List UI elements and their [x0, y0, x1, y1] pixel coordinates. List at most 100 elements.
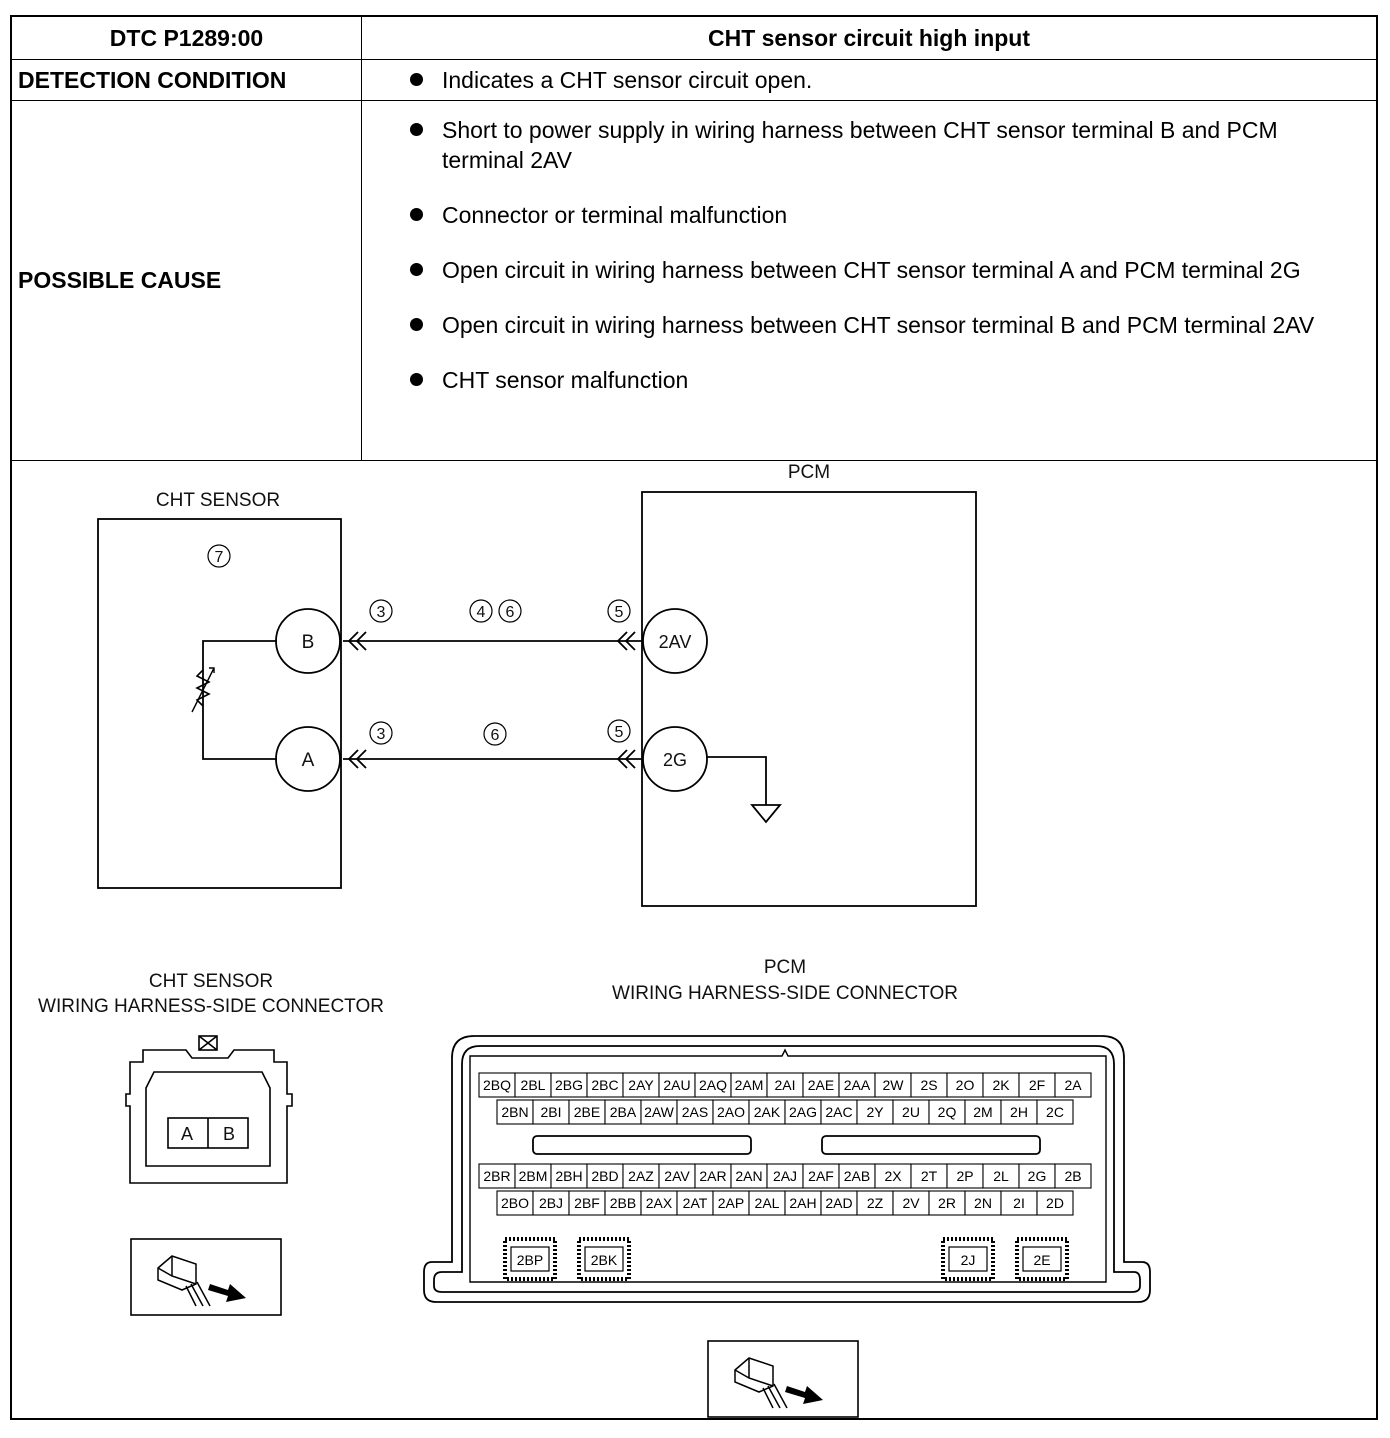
pcm-pin-cell — [1054, 1163, 1092, 1189]
pcm-pin-cell — [1036, 1190, 1074, 1216]
connector-chevron — [347, 631, 367, 651]
pcm-pin-cell — [586, 1163, 624, 1189]
pcm-pin-label: 2F — [1029, 1077, 1045, 1093]
pcm-pin-cell — [568, 1099, 606, 1125]
pcm-pin-cell — [766, 1163, 804, 1189]
detection-condition-item: Indicates a CHT sensor circuit open. — [362, 65, 1376, 95]
pcm-pin-label: 2AV — [664, 1168, 690, 1184]
pcm-pin-label: 2AI — [774, 1077, 795, 1093]
pcm-pin-label: 2AF — [808, 1168, 834, 1184]
pcm-pin-label: 2AM — [735, 1077, 764, 1093]
pcm-pin-cell — [928, 1099, 966, 1125]
pcm-pin-cell — [640, 1099, 678, 1125]
pcm-pin-label: 2BB — [610, 1195, 636, 1211]
pcm-pin-label: 2AQ — [699, 1077, 727, 1093]
pcm-pin-label: 2AC — [825, 1104, 852, 1120]
pcm-pin-label: 2R — [938, 1195, 956, 1211]
pcm-pin-label: 2BL — [521, 1077, 546, 1093]
step-marker — [369, 599, 393, 623]
terminal-2g-circle — [642, 726, 708, 792]
detection-condition-label: DETECTION CONDITION — [12, 59, 362, 101]
terminal-a-circle — [275, 726, 341, 792]
pcm-pin-label: 2AE — [808, 1077, 834, 1093]
step-number: 4 — [477, 604, 486, 621]
pcm-pin-label: 2AD — [825, 1195, 852, 1211]
pcm-pin-label: 2AH — [789, 1195, 816, 1211]
terminal-2av-circle — [642, 608, 708, 674]
pcm-pin-cell — [982, 1072, 1020, 1098]
cht-sensor-box — [97, 518, 342, 889]
pcm-special-pin-face — [584, 1246, 624, 1272]
cht-sensor-connector — [125, 1035, 293, 1184]
pcm-pin-cell — [784, 1190, 822, 1216]
terminal-a-label: A — [302, 750, 315, 771]
pcm-pin-cell — [712, 1190, 750, 1216]
pcm-connector-subtitle: WIRING HARNESS-SIDE CONNECTOR — [612, 983, 958, 1004]
pcm-special-pin-face — [1022, 1246, 1062, 1272]
possible-cause-cell: Short to power supply in wiring harness … — [361, 100, 1376, 461]
detection-condition-cell: Indicates a CHT sensor circuit open. — [361, 59, 1376, 101]
pcm-pin-cell — [838, 1163, 876, 1189]
pcm-pin-label: 2BJ — [539, 1195, 563, 1211]
dtc-code: DTC P1289:00 — [12, 17, 362, 60]
pcm-pin-label: 2C — [1046, 1104, 1064, 1120]
pcm-pin-label: 2AO — [717, 1104, 745, 1120]
pcm-pin-label: 2BR — [483, 1168, 510, 1184]
pcm-pin-label: 2BQ — [483, 1077, 511, 1093]
step-marker — [607, 599, 631, 623]
pcm-pin-cell — [892, 1190, 930, 1216]
step-marker — [483, 722, 507, 746]
pcm-pin-cell — [802, 1163, 840, 1189]
pcm-pin-cell — [550, 1072, 588, 1098]
pcm-pin-cell — [874, 1163, 912, 1189]
pcm-pin-cell — [496, 1190, 534, 1216]
pcm-pin-label: 2M — [973, 1104, 992, 1120]
connector-chevron — [616, 749, 636, 769]
terminal-b-label: B — [302, 632, 315, 653]
pcm-pin-label: 2AK — [754, 1104, 781, 1120]
pcm-pin-cell — [1018, 1072, 1056, 1098]
pcm-pin-cell — [1036, 1099, 1074, 1125]
pcm-pin-label: 2AJ — [773, 1168, 797, 1184]
pcm-pin-cell — [514, 1072, 552, 1098]
pcm-pin-cell — [892, 1099, 930, 1125]
pcm-pin-cell — [874, 1072, 912, 1098]
terminal-b-circle — [275, 608, 341, 674]
pcm-pin-cell — [658, 1072, 696, 1098]
possible-cause-item: CHT sensor malfunction — [362, 365, 1376, 395]
pcm-pin-cell — [568, 1190, 606, 1216]
pcm-pin-label: 2V — [902, 1195, 920, 1211]
pcm-pin-cell — [928, 1190, 966, 1216]
pcm-pin-label: 2BE — [574, 1104, 600, 1120]
step-number: 5 — [615, 724, 624, 741]
pcm-pin-cell — [514, 1163, 552, 1189]
pcm-pin-label: 2AW — [644, 1104, 675, 1120]
pcm-pin-label: 2S — [920, 1077, 937, 1093]
pcm-pin-label: 2U — [902, 1104, 920, 1120]
pcm-pin-cell — [658, 1163, 696, 1189]
pcm-pin-label: 2BM — [519, 1168, 548, 1184]
pcm-pin-label: 2Q — [938, 1104, 957, 1120]
terminal-2av-label: 2AV — [659, 632, 692, 652]
pcm-pin-cell — [730, 1163, 768, 1189]
pcm-pin-label: 2I — [1013, 1195, 1025, 1211]
pcm-pin-label: 2AT — [683, 1195, 708, 1211]
pcm-connector-housing — [423, 1035, 1151, 1303]
pcm-pin-label: 2G — [1028, 1168, 1047, 1184]
possible-cause-label: POSSIBLE CAUSE — [12, 100, 362, 461]
pcm-pin-label: 2X — [884, 1168, 902, 1184]
step-number: 5 — [615, 604, 624, 621]
cht-connector-subtitle: WIRING HARNESS-SIDE CONNECTOR — [38, 996, 384, 1017]
pcm-pin-cell — [946, 1163, 984, 1189]
pcm-pin-cell — [730, 1072, 768, 1098]
pcm-pin-label: 2N — [974, 1195, 992, 1211]
pcm-pin-label: 2AA — [844, 1077, 871, 1093]
step-number: 6 — [506, 604, 515, 621]
pcm-pin-cell — [1000, 1099, 1038, 1125]
pcm-pin-cell — [964, 1099, 1002, 1125]
step-number: 3 — [377, 604, 386, 621]
possible-cause-item: Connector or terminal malfunction — [362, 200, 1376, 230]
pcm-pin-cell — [694, 1163, 732, 1189]
